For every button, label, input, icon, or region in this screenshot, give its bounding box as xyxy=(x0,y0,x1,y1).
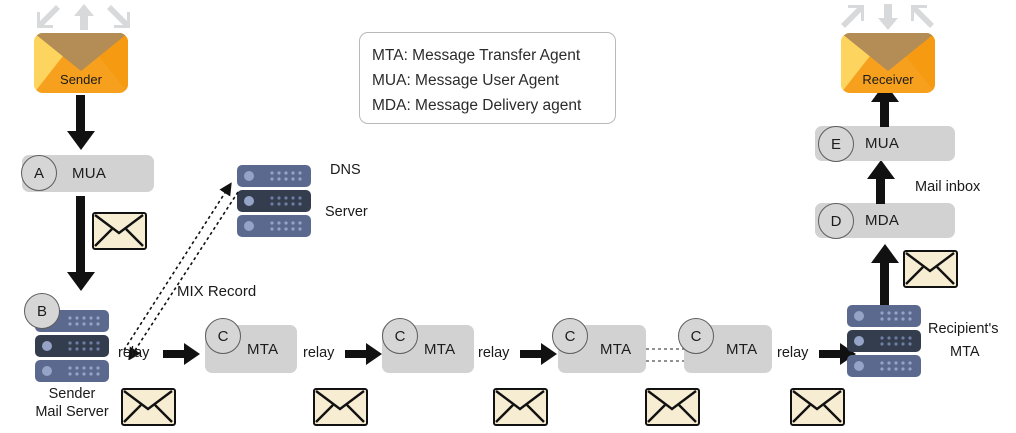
receiver-label: Receiver xyxy=(862,72,914,87)
recipient-mta-server-icon xyxy=(847,305,921,377)
stage-label-receiver-mua: MUA xyxy=(865,135,900,152)
mail-envelope-icon xyxy=(903,250,958,288)
badge-d: D xyxy=(818,203,854,239)
relay-label-3: relay xyxy=(478,345,510,361)
mx-record-label: MIX Record xyxy=(177,283,257,300)
stage-label-mda: MDA xyxy=(865,212,900,229)
badge-e: E xyxy=(818,126,854,162)
stage-label-mta-3: MTA xyxy=(600,340,632,358)
mta-chain-ellipsis xyxy=(646,345,686,370)
stage-label-mua: MUA xyxy=(72,165,107,182)
sender-label: Sender xyxy=(60,72,102,87)
legend-line-mua: MUA: Message User Agent xyxy=(372,72,559,89)
relay-label-1: relay xyxy=(118,345,150,361)
legend-line-mda: MDA: Message Delivery agent xyxy=(372,97,582,114)
relay-label-2: relay xyxy=(303,345,335,361)
sender-envelope-icon: Sender xyxy=(34,33,128,93)
stage-label-mta-2: MTA xyxy=(424,340,456,358)
badge-c-2: C xyxy=(382,318,418,354)
sender-mail-server-label-line2: Mail Server xyxy=(35,404,109,420)
legend-line-mta: MTA: Message Transfer Agent xyxy=(372,47,581,64)
badge-c-3: C xyxy=(552,318,588,354)
three-outgoing-arrows-icon xyxy=(36,2,136,32)
mail-envelope-icon xyxy=(313,388,368,426)
mail-envelope-icon xyxy=(121,388,176,426)
acronym-legend: MTA: Message Transfer Agent MUA: Message… xyxy=(359,32,616,124)
dns-lookup-arrows xyxy=(110,170,270,365)
badge-c-1: C xyxy=(205,318,241,354)
mail-inbox-label: Mail inbox xyxy=(915,179,981,195)
stage-label-mta-4: MTA xyxy=(726,340,758,358)
badge-c-4: C xyxy=(678,318,714,354)
mail-envelope-icon xyxy=(645,388,700,426)
recipient-mta-label-line2: MTA xyxy=(950,344,980,360)
receiver-envelope-icon: Receiver xyxy=(841,33,935,93)
dns-server-icon xyxy=(237,165,311,237)
mail-envelope-icon xyxy=(92,212,147,250)
mail-envelope-icon xyxy=(493,388,548,426)
mail-envelope-icon xyxy=(790,388,845,426)
recipient-mta-label-line1: Recipient's xyxy=(928,321,999,337)
sender-mail-server-label-line1: Sender xyxy=(48,386,96,402)
badge-b: B xyxy=(24,293,60,329)
stage-label-mta-1: MTA xyxy=(247,340,279,358)
relay-label-4: relay xyxy=(777,345,809,361)
three-incoming-arrows-icon xyxy=(840,2,940,32)
badge-a: A xyxy=(21,155,57,191)
dns-server-label-line2: Server xyxy=(325,204,368,220)
dns-server-label-line1: DNS xyxy=(330,162,361,178)
